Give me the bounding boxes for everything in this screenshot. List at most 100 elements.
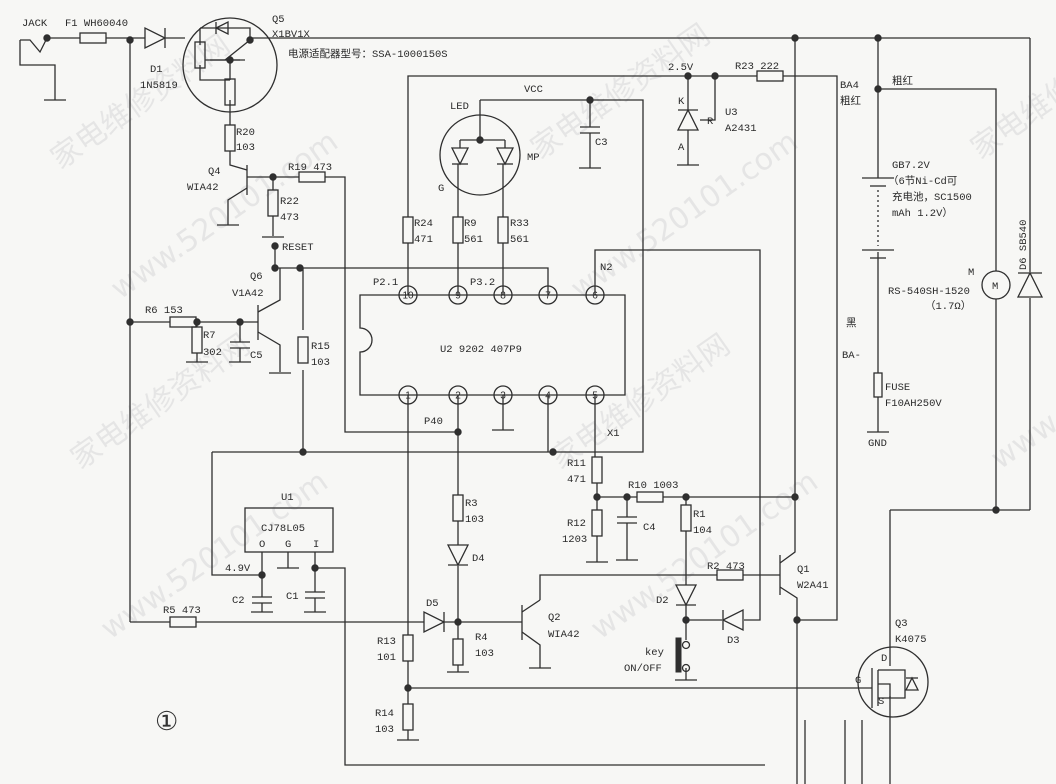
junction-node	[258, 571, 266, 579]
diode-d4	[446, 544, 470, 567]
resistor-r4	[452, 638, 464, 666]
label-q3s: S	[878, 696, 884, 708]
label-q4: Q4	[208, 166, 221, 178]
wire	[539, 574, 717, 600]
label-r1: R1	[693, 509, 706, 521]
label-q3g: G	[855, 675, 861, 687]
label-q2: Q2	[548, 612, 561, 624]
junction-node	[682, 616, 690, 624]
wire	[878, 683, 891, 698]
label-c4: C4	[643, 522, 656, 534]
label-gb4: mAh 1.2V）	[892, 207, 953, 220]
watermark-text: www.520101.com	[585, 464, 825, 647]
mosfet-q3-outline	[857, 646, 929, 718]
junction-node	[874, 85, 882, 93]
label-r14: R14	[375, 708, 394, 720]
label-gb3: 充电池，SC1500	[892, 190, 972, 204]
label-r14v: 103	[375, 724, 394, 736]
label-q3v: K4075	[895, 634, 927, 646]
label-u3v: A2431	[725, 123, 757, 135]
transistor-q5-outline	[182, 17, 278, 113]
watermark-text: 家电维修资料网	[965, 17, 1056, 166]
label-m: M	[968, 267, 974, 279]
ic-pin-8	[493, 285, 513, 305]
label-q3d: D	[881, 653, 887, 665]
resistor-q5-int-r1	[194, 41, 206, 69]
label-motor: RS-540SH-1520	[888, 286, 970, 298]
label-d1: D1	[150, 64, 163, 76]
resistor-q5-int-r2	[224, 78, 236, 106]
ic-pin-6	[585, 285, 605, 305]
regulator-u1-body	[244, 507, 334, 553]
ic-pin-4	[538, 385, 558, 405]
resistor-r23	[756, 70, 784, 82]
junction-node	[126, 318, 134, 326]
wire	[783, 75, 838, 621]
wire	[20, 37, 48, 54]
label-q4v: WIA42	[187, 182, 219, 194]
label-p21: P2.1	[373, 277, 398, 289]
label-c1: C1	[286, 591, 299, 603]
label-d4: D4	[472, 553, 485, 565]
diode-d5	[423, 610, 446, 634]
resistor-r19	[298, 171, 326, 183]
ic-pin-number: 5	[592, 391, 598, 402]
label-r15: R15	[311, 341, 330, 353]
label-r15v: 103	[311, 357, 330, 369]
resistor-r20	[224, 124, 236, 152]
ic-pin-number: 10	[402, 291, 414, 302]
resistor-r15	[297, 336, 309, 364]
junction-node	[874, 34, 882, 42]
label-r12: R12	[567, 518, 586, 530]
label-r3v: 103	[465, 514, 484, 526]
junction-node	[593, 493, 601, 501]
label-r7v: 302	[203, 347, 222, 359]
ic-pin-10	[398, 285, 418, 305]
label-jack: JACK	[22, 18, 48, 30]
label-q1v: W2A41	[797, 580, 829, 592]
label-r23: R23 222	[735, 61, 779, 73]
label-u2: U2 9202 407P9	[440, 344, 522, 356]
wire	[779, 38, 796, 564]
resistor-r5	[169, 616, 197, 628]
ic-pin-number: 7	[545, 291, 551, 302]
resistor-r22	[267, 189, 279, 217]
watermark-text: 家电维修资料网	[545, 327, 737, 476]
label-gb: GB7.2V	[892, 160, 931, 172]
label-r7: R7	[203, 330, 216, 342]
label-d5: D5	[426, 598, 439, 610]
label-r1v: 104	[693, 525, 712, 537]
ic-pin-3	[493, 385, 513, 405]
label-r9v: 561	[464, 234, 483, 246]
ic-pin-number: 6	[592, 291, 598, 302]
label-x1: X1	[607, 428, 620, 440]
label-vcc: VCC	[524, 84, 543, 96]
resistor-r24	[402, 216, 414, 244]
label-adapter: 电源适配器型号：SSA-1000150S	[288, 47, 448, 61]
junction-node	[246, 36, 254, 44]
junction-node	[271, 264, 279, 272]
watermark-text: 家电维修资料网	[45, 27, 237, 176]
watermark-text: www.520101.com	[565, 124, 805, 307]
junction-node	[791, 34, 799, 42]
junction-node	[549, 448, 557, 456]
label-c2: C2	[232, 595, 245, 607]
label-q6: Q6	[250, 271, 263, 283]
label-r4: R4	[475, 632, 488, 644]
label-gb2: （6节Ni-Cd可	[888, 175, 957, 188]
label-v49: 4.9V	[225, 563, 251, 575]
label-q5v: X1BV1X	[272, 29, 311, 41]
label-r13: R13	[377, 636, 396, 648]
wire	[257, 331, 281, 372]
junction-node	[43, 34, 51, 42]
label-r33: R33	[510, 218, 529, 230]
ic-pin-number: 2	[455, 391, 461, 402]
label-u1g: G	[285, 539, 291, 551]
wire	[407, 75, 757, 217]
label-reset: RESET	[282, 242, 314, 254]
ic-pin-number: 4	[545, 391, 551, 402]
figure-number: ①	[155, 707, 178, 737]
diode-q5-int	[214, 20, 229, 36]
